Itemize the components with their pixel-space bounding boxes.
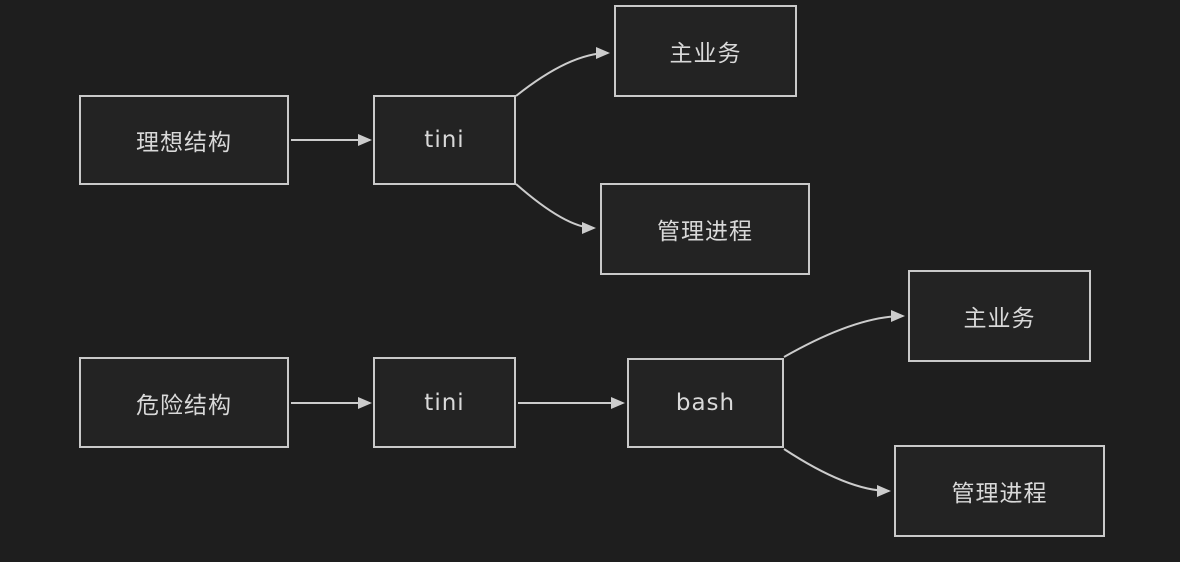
node-ideal-main-service: 主业务	[614, 5, 797, 97]
edge-bash-to-main	[783, 310, 905, 358]
node-dangerous-tini: tini	[373, 357, 516, 448]
edge-bash-to-manager	[783, 448, 891, 497]
node-bash: bash	[627, 358, 784, 448]
node-ideal-structure: 理想结构	[79, 95, 289, 185]
edge-ideal-tini-to-manager	[515, 183, 596, 234]
node-label: tini	[424, 389, 465, 416]
node-dangerous-management-process: 管理进程	[894, 445, 1105, 537]
node-label: 理想结构	[136, 130, 232, 156]
node-label: 主业务	[669, 41, 742, 67]
edge-ideal-tini-to-main	[515, 47, 610, 97]
node-label: 管理进程	[657, 219, 753, 245]
node-ideal-management-process: 管理进程	[600, 183, 810, 275]
node-dangerous-structure: 危险结构	[79, 357, 289, 448]
node-label: 危险结构	[136, 392, 232, 419]
node-label: bash	[675, 390, 736, 416]
node-label: 主业务	[963, 306, 1036, 332]
node-label: 管理进程	[951, 481, 1048, 507]
node-dangerous-main-service: 主业务	[908, 270, 1091, 362]
node-ideal-tini: tini	[373, 95, 516, 185]
node-label: tini	[424, 127, 465, 153]
